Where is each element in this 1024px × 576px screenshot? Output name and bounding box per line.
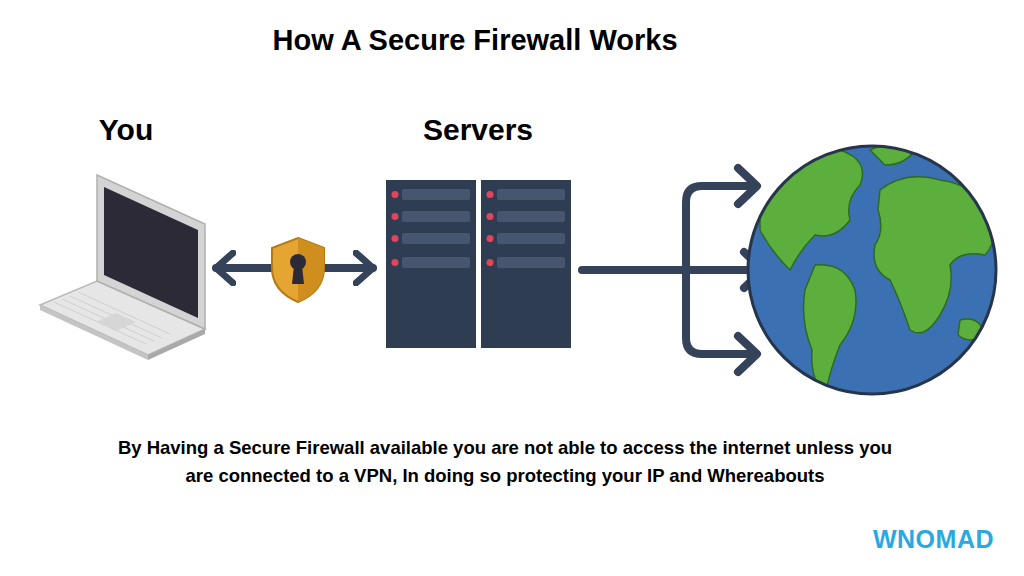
diagram-caption: By Having a Secure Firewall available yo… xyxy=(110,434,900,490)
node-heading: You xyxy=(40,112,212,148)
brand-logo: WNOMAD xyxy=(873,524,994,554)
node-heading: Servers xyxy=(383,112,573,148)
diagram-title: How A Secure Firewall Works xyxy=(150,22,800,58)
server-rack xyxy=(386,180,571,348)
laptop-node: You xyxy=(40,112,212,360)
branch-arrows xyxy=(582,168,763,372)
laptop xyxy=(40,175,205,360)
globe xyxy=(748,145,996,395)
server-node: Servers xyxy=(383,112,573,356)
